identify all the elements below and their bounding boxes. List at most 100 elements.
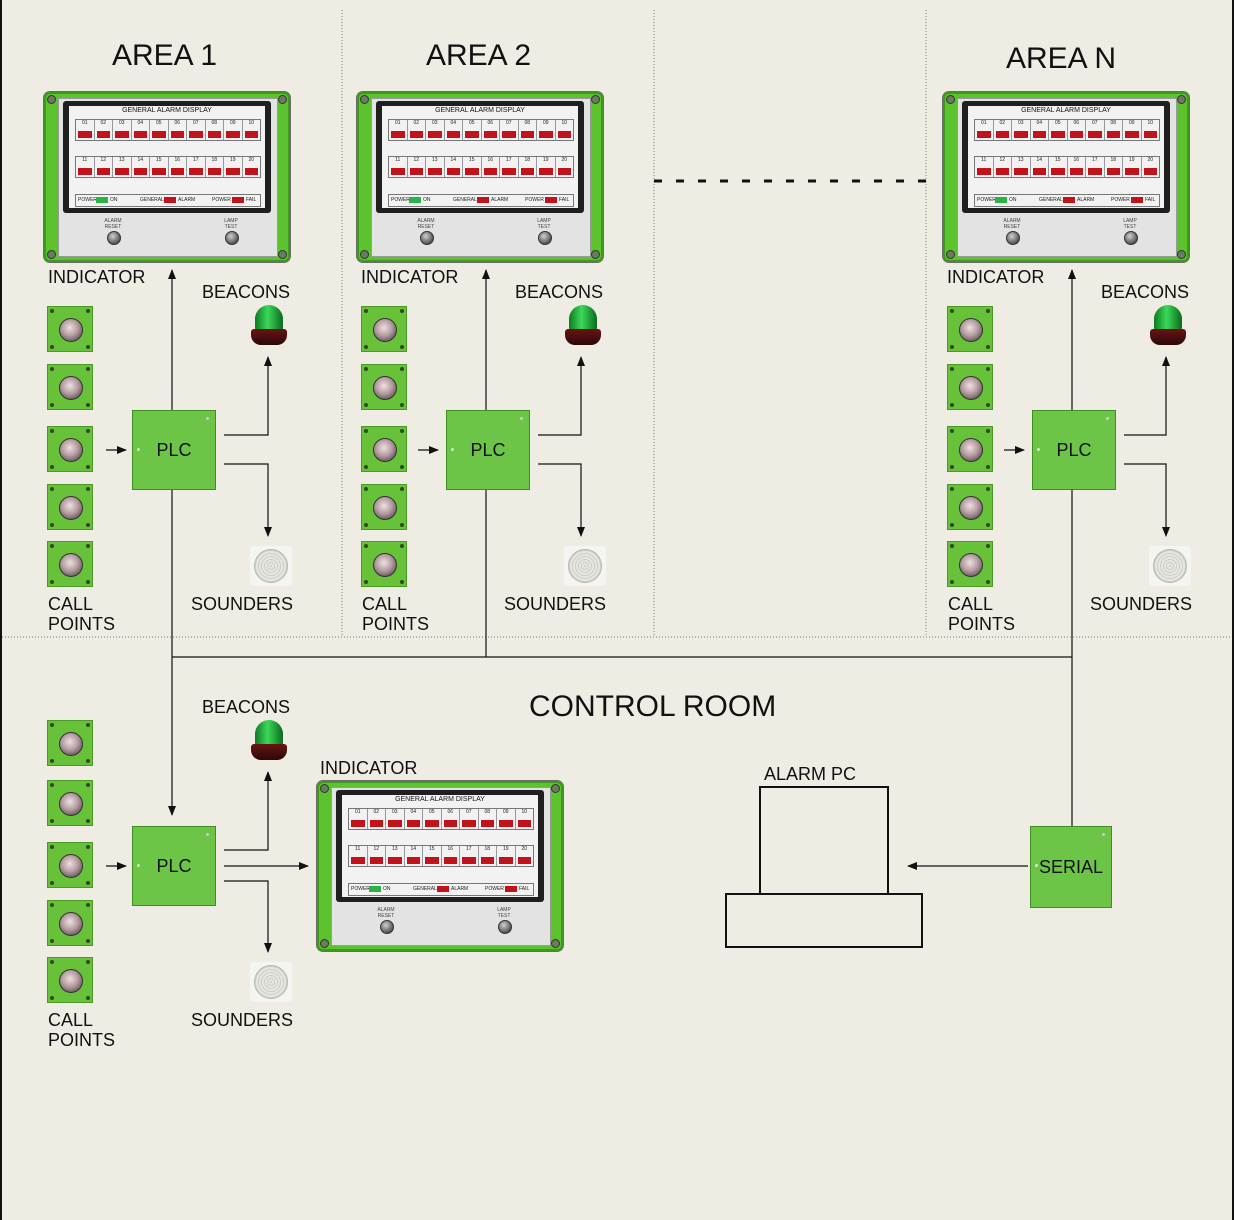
- call-point-icon: [947, 484, 993, 530]
- beacon-icon: [250, 305, 288, 347]
- alarm-channel-number: 04: [450, 120, 457, 126]
- status-text: FAIL: [1145, 197, 1156, 203]
- alarm-channel-number: 02: [373, 809, 380, 815]
- display-title: GENERAL ALARM DISPLAY: [435, 107, 525, 114]
- alarm-channel-number: 03: [118, 120, 125, 126]
- alarm-led-icon: [1125, 168, 1139, 175]
- alarm-channel-number: 15: [468, 157, 475, 163]
- status-led-icon: [96, 197, 108, 203]
- area-n-title: AREA N: [1006, 42, 1117, 75]
- alarm-led-icon: [78, 168, 92, 175]
- status-led-icon: [995, 197, 1007, 203]
- alarm-channel-number: 18: [484, 846, 491, 852]
- call-point-icon: [361, 541, 407, 587]
- alarm-reset-button[interactable]: [380, 920, 394, 934]
- alarm-channel-number: 10: [561, 120, 568, 126]
- alarm-led-icon: [391, 168, 405, 175]
- lamp-test-button[interactable]: [538, 231, 552, 245]
- call-point-icon: [361, 426, 407, 472]
- alarm-channel-number: 20: [561, 157, 568, 163]
- alarm-channel-number: 08: [1110, 120, 1117, 126]
- alarm-channel-number: 14: [137, 157, 144, 163]
- beacons-label: BEACONS: [202, 697, 291, 717]
- alarm-reset-button[interactable]: [1006, 231, 1020, 245]
- alarm-led-icon: [483, 168, 497, 175]
- button-label: ALARM RESET: [104, 218, 122, 230]
- alarm-led-icon: [977, 168, 991, 175]
- area-2-title: AREA 2: [426, 39, 532, 72]
- alarm-channel-number: 01: [980, 120, 987, 126]
- status-text: ALARM: [491, 197, 509, 203]
- alarm-led-icon: [152, 131, 166, 138]
- status-text: POWER: [351, 886, 370, 892]
- button-label: LAMP TEST: [537, 218, 551, 230]
- alarm-led-icon: [189, 168, 203, 175]
- alarm-led-icon: [539, 168, 553, 175]
- call-point-icon: [47, 900, 93, 946]
- alarm-led-icon: [207, 168, 221, 175]
- plc-label: PLC: [156, 439, 192, 460]
- sounder-icon: [250, 962, 292, 1002]
- zone-dividers: [2, 10, 1232, 638]
- alarm-channel-number: 17: [505, 157, 512, 163]
- alarm-reset-button[interactable]: [107, 231, 121, 245]
- status-text: POWER: [391, 197, 410, 203]
- alarm-channel-number: 06: [487, 120, 494, 126]
- call-point-icon: [47, 306, 93, 352]
- call-point-icon: [361, 484, 407, 530]
- alarm-led-icon: [133, 131, 147, 138]
- beacons-label: BEACONS: [202, 282, 291, 302]
- alarm-channel-number: 10: [1147, 120, 1154, 126]
- alarm-led-icon: [425, 857, 439, 864]
- lamp-test-button[interactable]: [225, 231, 239, 245]
- status-text: ON: [110, 197, 118, 203]
- status-text: POWER: [485, 886, 504, 892]
- serial-box: SERIAL: [1030, 826, 1112, 908]
- alarm-led-icon: [152, 168, 166, 175]
- alarm-channel-number: 02: [999, 120, 1006, 126]
- alarm-channel-number: 04: [410, 809, 417, 815]
- button-label: LAMP TEST: [497, 907, 511, 919]
- alarm-channel-number: 09: [229, 120, 236, 126]
- alarm-channel-number: 19: [502, 846, 509, 852]
- status-text: POWER: [525, 197, 544, 203]
- lamp-test-button[interactable]: [1124, 231, 1138, 245]
- alarm-led-icon: [115, 168, 129, 175]
- alarm-led-icon: [1106, 131, 1120, 138]
- call-point-icon: [947, 306, 993, 352]
- status-text: ALARM: [451, 886, 469, 892]
- alarm-channel-number: 18: [524, 157, 531, 163]
- display-title: GENERAL ALARM DISPLAY: [395, 796, 485, 803]
- alarm-channel-number: 16: [174, 157, 181, 163]
- alarm-channel-number: 18: [1110, 157, 1117, 163]
- alarm-channel-number: 12: [413, 157, 420, 163]
- alarm-reset-button[interactable]: [420, 231, 434, 245]
- alarm-led-icon: [244, 131, 258, 138]
- alarm-led-icon: [499, 820, 513, 827]
- call-point-icon: [47, 780, 93, 826]
- alarm-channel-number: 16: [447, 846, 454, 852]
- alarm-led-icon: [462, 820, 476, 827]
- alarm-led-icon: [406, 820, 420, 827]
- alarm-led-icon: [391, 131, 405, 138]
- display-title: GENERAL ALARM DISPLAY: [1021, 107, 1111, 114]
- alarm-channel-number: 03: [1017, 120, 1024, 126]
- lamp-test-button[interactable]: [498, 920, 512, 934]
- alarm-channel-number: 09: [542, 120, 549, 126]
- alarm-channel-number: 01: [394, 120, 401, 126]
- alarm-led-icon: [1069, 168, 1083, 175]
- alarm-channel-number: 04: [137, 120, 144, 126]
- alarm-channel-number: 08: [484, 809, 491, 815]
- alarm-led-icon: [1106, 168, 1120, 175]
- alarm-channel-number: 16: [1073, 157, 1080, 163]
- status-text: POWER: [212, 197, 231, 203]
- call-point-icon: [47, 364, 93, 410]
- alarm-led-icon: [189, 131, 203, 138]
- call-points-label: CALL POINTS: [948, 594, 1016, 634]
